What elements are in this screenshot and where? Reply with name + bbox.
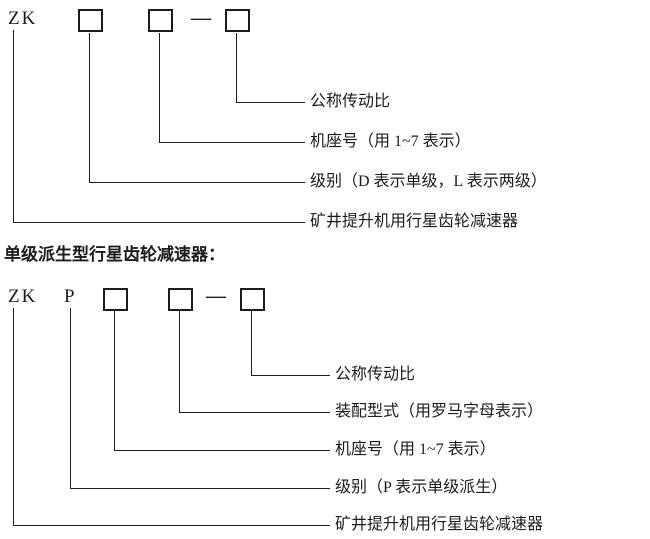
ratio-code-box [240, 288, 265, 311]
frame-code-box [148, 9, 173, 32]
leader-line [236, 33, 237, 102]
derived-type-code: P [64, 286, 77, 307]
leader-line [13, 525, 330, 526]
leader-line [159, 33, 160, 142]
label-frame-size: 机座号（用 1~7 表示） [335, 441, 496, 458]
model-prefix: ZK [8, 286, 38, 307]
leader-line [114, 311, 115, 450]
label-nominal-ratio: 公称传动比 [310, 93, 391, 110]
label-grade: 级别（P 表示单级派生） [335, 479, 508, 496]
assembly-code-box [168, 288, 193, 311]
leader-line [179, 412, 330, 413]
label-product-name: 矿井提升机用行星齿轮减速器 [335, 516, 544, 533]
dash-separator: — [191, 7, 211, 29]
leader-line [89, 33, 90, 182]
leader-line [251, 375, 330, 376]
leader-line [13, 308, 14, 525]
label-frame-size: 机座号（用 1~7 表示） [310, 133, 471, 150]
leader-line [13, 222, 305, 223]
model-prefix: ZK [8, 8, 38, 29]
section-heading: 单级派生型行星齿轮减速器： [4, 245, 225, 264]
label-assembly-type: 装配型式（用罗马字母表示） [335, 403, 544, 420]
ratio-code-box [225, 9, 250, 32]
leader-line [159, 142, 305, 143]
label-product-name: 矿井提升机用行星齿轮减速器 [310, 213, 519, 230]
leader-line [251, 311, 252, 375]
leader-line [114, 450, 330, 451]
leader-line [179, 311, 180, 412]
dash-separator: — [206, 285, 226, 307]
frame-code-box [103, 288, 128, 311]
leader-line [13, 30, 14, 222]
label-nominal-ratio: 公称传动比 [335, 366, 416, 383]
grade-code-box [78, 9, 103, 32]
leader-line [89, 182, 305, 183]
leader-line [236, 102, 305, 103]
leader-line [70, 308, 71, 488]
leader-line [70, 488, 330, 489]
label-grade: 级别（D 表示单级，L 表示两级） [310, 173, 547, 190]
